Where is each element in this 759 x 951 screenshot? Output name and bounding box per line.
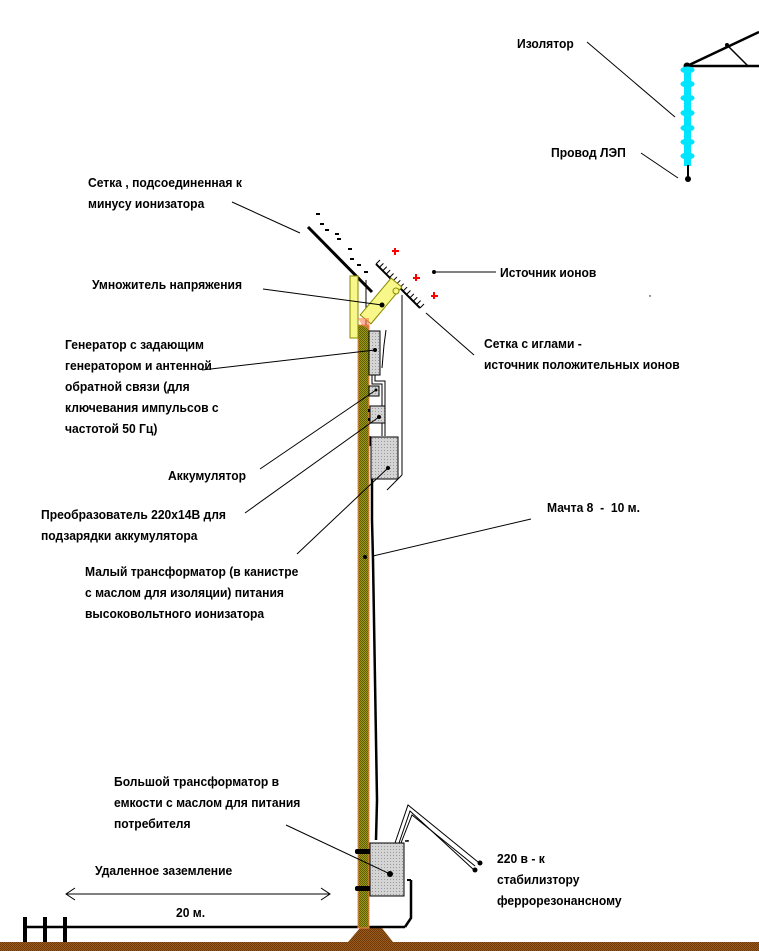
needle [379,263,384,268]
plus-signs [392,248,438,299]
insulator-disc [680,109,695,117]
label-generator: Генератор с задающим генератором и антенн… [65,334,219,439]
multiplier-bar-vertical [349,275,359,339]
label-line: минусу ионизатора [88,196,205,211]
mast-foot [348,928,393,942]
label-needle-grid: Сетка с иглами - источник положительных и… [484,333,680,375]
label-line: обратной связи (для [65,379,190,394]
label-line: 20 м. [176,905,206,920]
insulator-disc [680,124,695,132]
small-transformer-box [370,436,399,480]
label-line: Сетка , подсоединенная к [88,175,242,190]
output-wires-220v [394,804,483,873]
label-line: Удаленное заземление [95,863,233,878]
label-line: Провод ЛЭП [551,145,626,160]
needle [419,303,425,309]
insulator-disc [680,66,695,74]
label-line: Аккумулятор [168,468,247,483]
label-line: феррорезонансному [497,893,622,908]
label-line: источник положительных ионов [484,357,680,372]
label-line: Преобразователь 220х14В для [41,507,226,522]
label-small-transformer: Малый трансформатор (в канистре с маслом … [85,561,298,624]
converter-box [369,405,386,424]
label-mast: Мачта 8 - 10 м. [547,497,640,518]
label-line: Малый трансформатор (в канистре [85,564,299,579]
needle [385,269,391,275]
label-line: 220 в - к [497,851,545,866]
needle [409,293,415,299]
generator-box [368,330,381,376]
needle [375,259,381,265]
label-line: подзарядки аккумулятора [41,528,198,543]
needle [412,296,418,302]
needle [402,286,408,292]
insulator-disc [680,80,695,88]
label-line: Изолятор [517,36,574,51]
mast-cable [370,470,379,841]
label-converter: Преобразователь 220х14В для подзарядки ак… [41,504,226,546]
label-line: ключевания импульсов с [65,400,219,415]
label-line: Мачта 8 - 10 м. [547,500,640,515]
wire-end-dot [685,176,691,182]
label-battery: Аккумулятор [168,465,246,486]
label-remote-ground: Удаленное заземление [95,860,232,881]
insulator-disc [680,138,695,146]
mast [357,324,370,929]
large-transformer [355,840,409,897]
power-line-wire [685,165,691,182]
label-line: высоковольтного ионизатора [85,606,265,621]
label-ion-source: Источник ионов [500,262,596,283]
needle [416,300,421,305]
label-line: генератором и антенной [65,358,212,373]
label-line: Генератор с задающим [65,337,204,352]
label-line: Умножитель напряжения [92,277,243,292]
insulator-stem [684,68,691,166]
label-line: Сетка с иглами - [484,336,582,351]
insulator-disc [680,94,695,102]
needle [406,290,411,295]
label-voltage-multiplier: Умножитель напряжения [92,274,242,295]
remote-ground-electrodes [23,879,413,942]
power-line-tower [683,30,759,70]
label-line: частотой 50 Гц) [65,421,158,436]
label-line: Источник ионов [500,265,597,280]
label-large-transformer: Большой трансформатор в емкости с маслом … [114,771,300,834]
label-insulator: Изолятор [517,33,574,54]
needle [389,273,394,278]
label-line: стабилизтору [497,872,580,887]
label-negative-grid: Сетка , подсоединенная к минусу ионизатор… [88,172,242,214]
label-line: Большой трансформатор в [114,774,280,789]
needle [382,266,388,272]
distance-arrow [65,887,331,901]
label-power-line-wire: Провод ЛЭП [551,142,626,163]
ground [0,942,759,951]
minus-signs [316,213,368,273]
negative-grid [306,225,374,294]
insulator-string [680,66,695,166]
label-output-220v: 220 в - к стабилизтору феррорезонансному [497,848,622,911]
leader-lines [201,41,679,875]
label-line: с маслом для изоляции) питания [85,585,284,600]
label-line: емкости с маслом для питания [114,795,301,810]
label-line: потребителя [114,816,191,831]
insulator-disc [680,152,695,160]
label-distance: 20 м. [176,902,205,923]
